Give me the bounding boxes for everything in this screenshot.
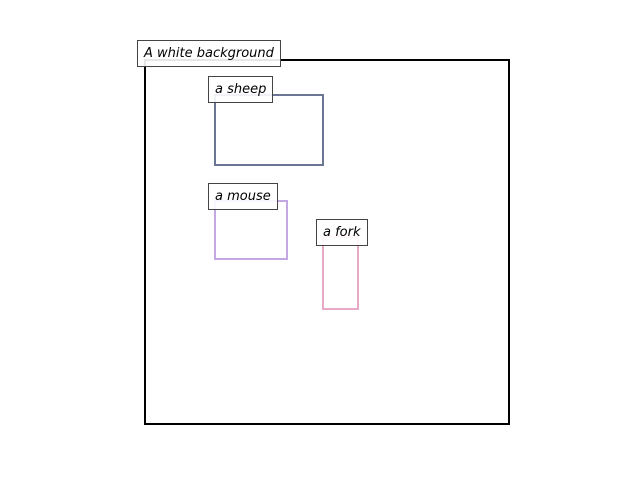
background-label: A white background: [137, 40, 281, 67]
fork-bounding-box: [322, 236, 359, 310]
fork-label: a fork: [316, 219, 368, 246]
sheep-bounding-box: [214, 94, 324, 166]
mouse-label: a mouse: [208, 183, 278, 210]
sheep-label: a sheep: [208, 76, 274, 103]
scene-frame: [144, 59, 510, 425]
